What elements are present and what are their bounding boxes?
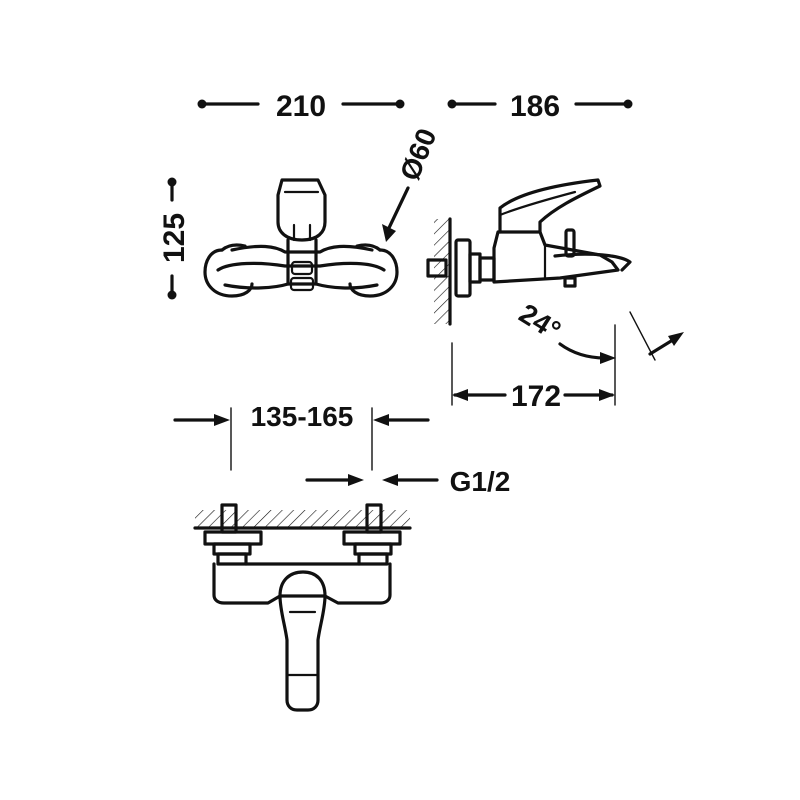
top-view-mixer <box>193 503 412 712</box>
diameter-label: Ø60 <box>394 124 443 185</box>
front-width-label: 210 <box>276 90 326 123</box>
dim-centers: 135-165 <box>173 401 430 471</box>
thread-label: G1/2 <box>450 466 511 497</box>
dim-wall-to-spout: 172 <box>451 342 615 413</box>
dim-thread: G1/2 <box>305 466 511 497</box>
dim-side-depth: 186 <box>447 90 633 123</box>
dim-diameter: Ø60 <box>382 124 442 242</box>
centers-label: 135-165 <box>251 401 354 432</box>
dim-front-width: 210 <box>197 90 405 123</box>
side-depth-label: 186 <box>510 90 560 123</box>
side-view-mixer <box>426 178 632 326</box>
angle-label: 24° <box>514 298 566 347</box>
front-view-mixer <box>203 178 399 298</box>
wall-to-spout-label: 172 <box>511 380 561 413</box>
dim-height: 125 <box>158 177 191 300</box>
height-label: 125 <box>158 213 191 263</box>
